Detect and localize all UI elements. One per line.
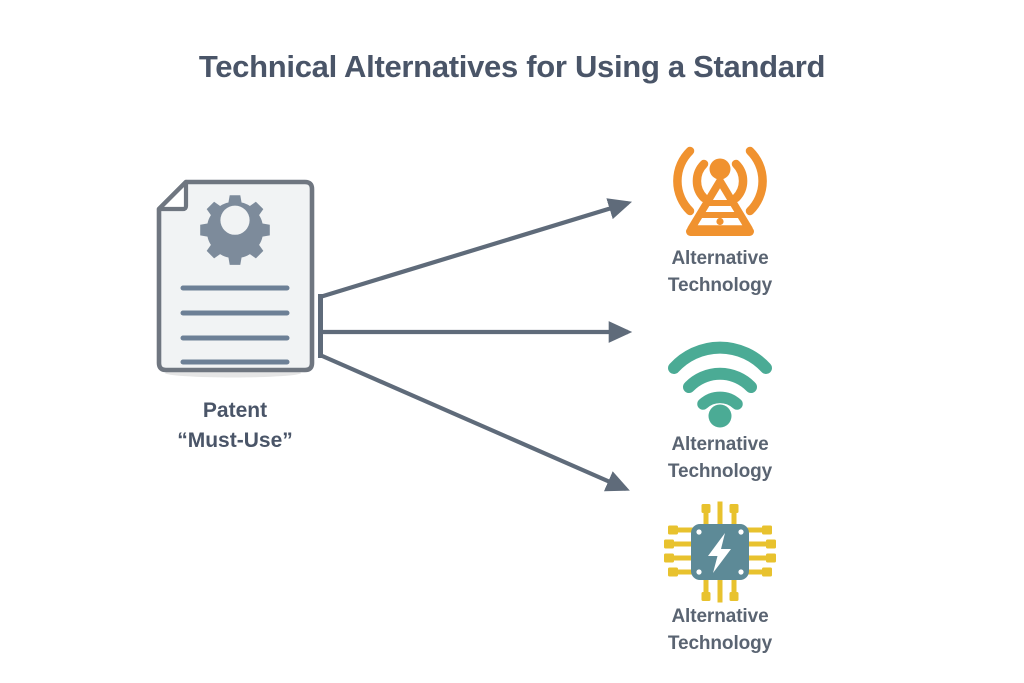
node-alt-3[interactable]: Alternative Technology xyxy=(605,500,835,658)
node-alt-2-label-line1: Alternative xyxy=(671,434,769,455)
antenna-tower-icon xyxy=(605,128,835,246)
document-gear-icon xyxy=(156,179,315,378)
node-alt-1-label-line2: Technology xyxy=(667,274,773,296)
microchip-bolt-icon xyxy=(605,500,835,604)
gear-icon xyxy=(200,195,270,265)
node-alt-1-label-line1: Alternative xyxy=(671,248,769,269)
document-text-lines xyxy=(180,285,290,365)
node-alt-3-label-line2: Technology xyxy=(667,632,773,654)
node-alt-1-label: Alternative Technology xyxy=(605,246,835,300)
node-alt-2-label: Alternative Technology xyxy=(605,432,835,486)
node-patent-label-line1: Patent xyxy=(202,399,268,422)
wifi-signal-icon xyxy=(605,330,835,432)
node-alt-2-label-line2: Technology xyxy=(667,460,773,482)
node-alt-2[interactable]: Alternative Technology xyxy=(605,330,835,486)
arrow-to-alt-1 xyxy=(319,198,633,300)
node-patent[interactable]: Patent “Must-Use” xyxy=(140,168,330,468)
arrow-to-alt-3 xyxy=(319,353,630,492)
node-alt-3-label-line1: Alternative xyxy=(671,606,769,627)
node-alt-1[interactable]: Alternative Technology xyxy=(605,128,835,300)
node-alt-3-label: Alternative Technology xyxy=(605,604,835,658)
node-patent-label: Patent “Must-Use” xyxy=(120,396,350,457)
page-title: Technical Alternatives for Using a Stand… xyxy=(198,49,826,84)
node-patent-label-line2: “Must-Use” xyxy=(177,429,293,453)
